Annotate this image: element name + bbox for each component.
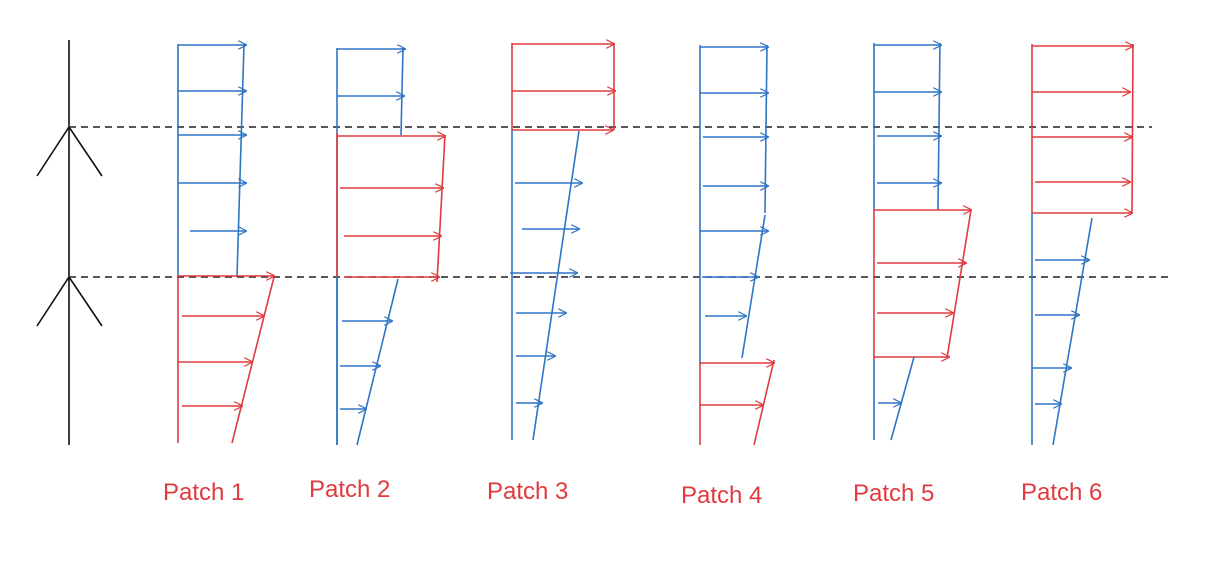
patch-4-segment-3-red [699,359,775,446]
patch-1-segment-2-red [177,276,275,444]
patch-5-label: Patch 5 [853,480,934,507]
patch-3-segment-2-blue [510,130,582,441]
patch-3-segment-1-red [511,43,615,130]
patch-5-segment-3-envelope-line [890,356,915,441]
patch-5-segment-1-envelope-line [937,42,941,211]
patch-4-label: Patch 4 [681,482,762,509]
patch-3-segment-2-envelope-line [532,130,580,441]
patch-6-segment-2-blue [1031,213,1093,446]
patch-2-segment-3-blue [336,277,399,446]
patch-4-segment-1-blue [699,44,768,214]
patch-4-segment-2-blue [699,213,768,363]
patch-6-segment-1-envelope-line [1131,43,1134,214]
patch-5-segment-1-blue [873,42,941,211]
reference-axis [36,40,103,445]
patch-6-label: Patch 6 [1021,479,1102,506]
patch-4-segment-1-envelope-line [764,44,768,214]
patch-2-segment-1-envelope-line [400,47,404,136]
patch-1-segment-2-envelope-line [231,276,275,444]
patch-4-segment-3-envelope-line [753,359,775,446]
patch-2-label: Patch 2 [309,476,390,503]
patch-5-segment-3-blue [873,356,915,441]
patch-1-segment-1-envelope-line [236,43,245,278]
patch-3-label: Patch 3 [487,478,568,505]
patch-2-segment-3-envelope-line [356,278,399,446]
patch-6-segment-2-envelope-line [1052,217,1093,446]
patch-1-label: Patch 1 [163,479,244,506]
patch-5-segment-2-red [873,209,972,360]
patch-5-segment-2-envelope-line [946,209,972,359]
patch-4-segment-2-envelope-line [741,214,766,359]
patch-1-segment-1-blue [177,43,246,278]
patch-layer [177,42,1134,446]
patch-labels: Patch 1 Patch 2 Patch 3 Patch 4 Patch 5 … [163,476,1102,509]
patch-2-segment-2-red [336,133,446,283]
patch-2-segment-2-envelope-line [436,134,446,283]
patch-6-segment-1-red [1031,43,1134,214]
